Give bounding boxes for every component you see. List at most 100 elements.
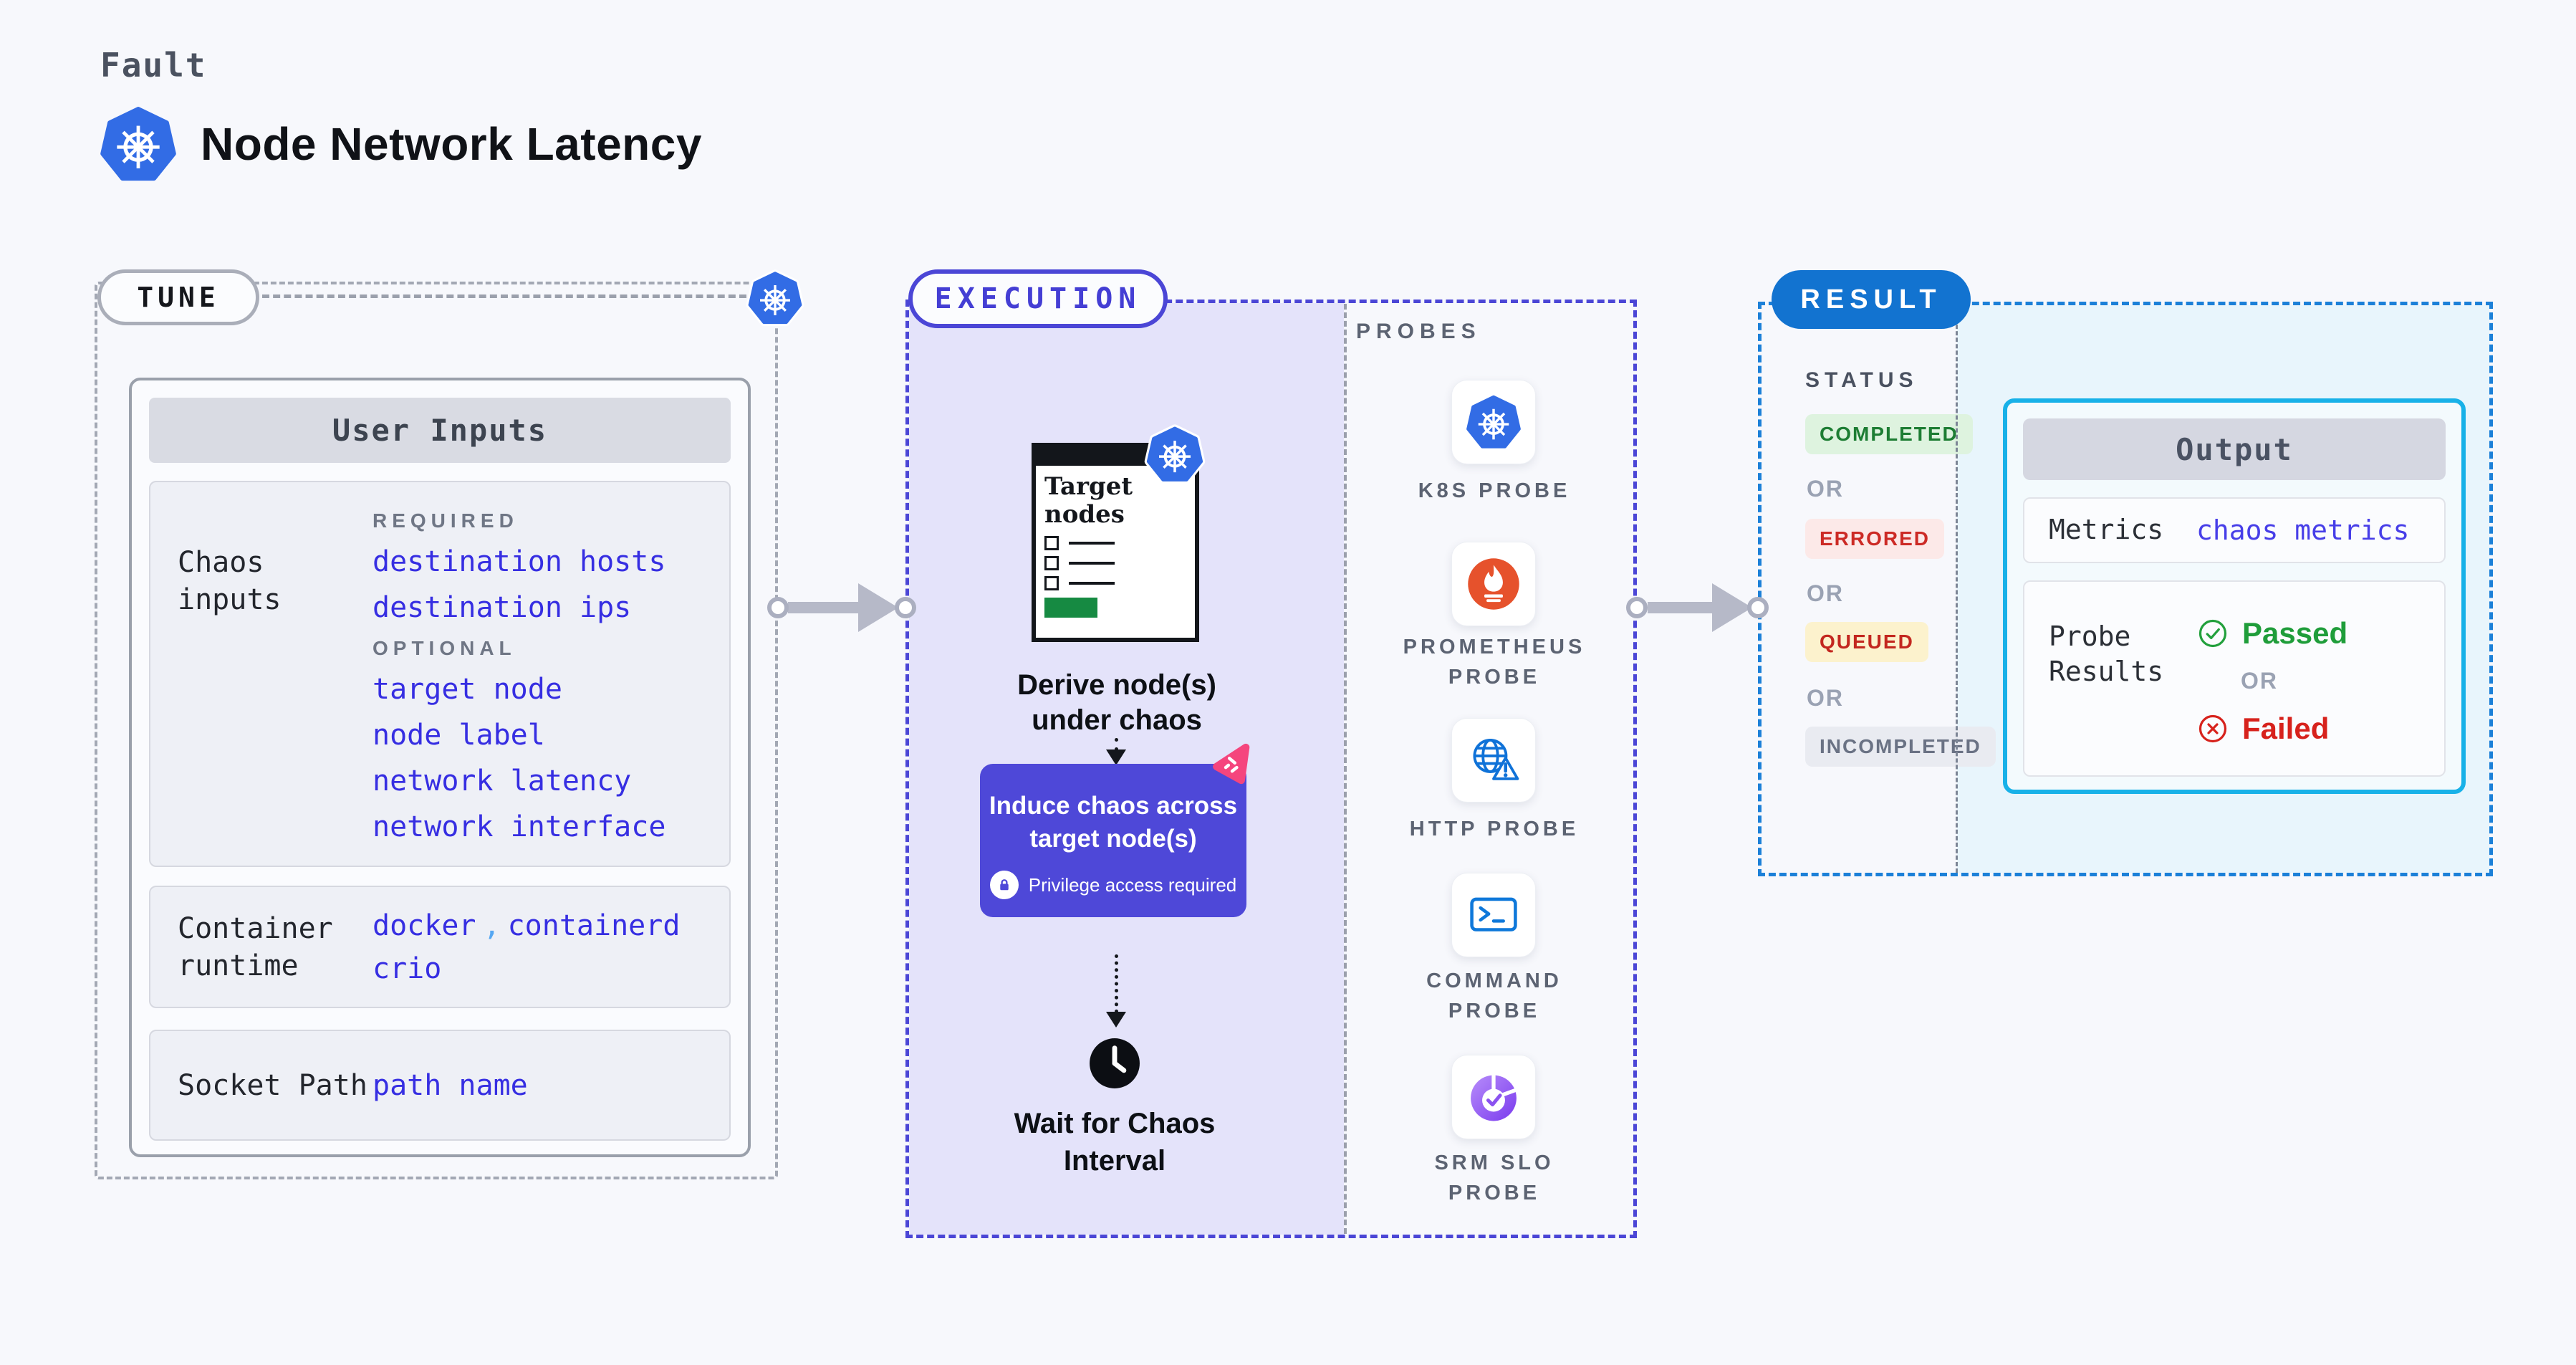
page-header: Node Network Latency bbox=[100, 105, 702, 183]
http-icon bbox=[1466, 733, 1521, 787]
input-link-network-latency[interactable]: network latency bbox=[373, 765, 632, 798]
probe-results-label: Probe Results bbox=[2049, 621, 2164, 688]
runtime-value-containerd[interactable]: containerd bbox=[507, 909, 681, 942]
arrow-head-2 bbox=[1712, 583, 1752, 632]
checkbox-icon bbox=[1044, 576, 1059, 591]
command-icon bbox=[1466, 888, 1521, 942]
arrow-tune-to-execution bbox=[788, 602, 862, 613]
srm-slo-icon bbox=[1466, 1070, 1521, 1124]
metrics-label: Metrics bbox=[2049, 514, 2164, 546]
failed-line: Failed bbox=[2196, 712, 2347, 746]
input-link-network-interface[interactable]: network interface bbox=[373, 810, 666, 843]
passed-label: Passed bbox=[2242, 616, 2348, 650]
user-inputs-card: User Inputs Chaos inputs REQUIRED destin… bbox=[129, 378, 751, 1157]
socket-path-label: Socket Path bbox=[178, 1068, 367, 1102]
http-probe-card bbox=[1451, 718, 1536, 803]
kubernetes-logo bbox=[100, 105, 176, 183]
container-runtime-label: Container runtime bbox=[178, 911, 333, 982]
metrics-row: Metrics chaos metrics bbox=[2023, 497, 2446, 563]
k8s-probe-label: K8S PROBE bbox=[1418, 479, 1571, 502]
optional-heading: OPTIONAL bbox=[373, 637, 516, 659]
chaos-inputs-values: REQUIRED destination hosts destination i… bbox=[373, 482, 729, 866]
checkbox-icon bbox=[1044, 536, 1059, 551]
node-list-item bbox=[1044, 536, 1186, 551]
result-badge: RESULT bbox=[1772, 270, 1971, 329]
status-badge-completed: COMPLETED bbox=[1805, 414, 1973, 454]
probe-results-values: Passed OR Failed bbox=[2196, 582, 2347, 775]
container-runtime-values: docker,containerd crio bbox=[373, 899, 729, 995]
http-probe-label: HTTP PROBE bbox=[1409, 818, 1580, 840]
k8s-probe-card bbox=[1451, 380, 1536, 464]
privilege-note-row: Privilege access required bbox=[980, 871, 1246, 899]
dotted-flow-line bbox=[1115, 738, 1118, 751]
input-link-node-label[interactable]: node label bbox=[373, 719, 545, 752]
node-list-item bbox=[1044, 576, 1186, 591]
passed-line: Passed bbox=[2196, 616, 2347, 651]
kubernetes-icon-target-card bbox=[1143, 421, 1206, 487]
socket-path-values: path name bbox=[373, 1059, 729, 1112]
container-runtime-row: Container runtime docker,containerd crio bbox=[149, 886, 731, 1008]
induce-chaos-step-card: Induce chaos across target node(s) Privi… bbox=[980, 764, 1246, 917]
socket-path-value[interactable]: path name bbox=[373, 1068, 528, 1102]
or-label: OR bbox=[2241, 668, 2278, 694]
probes-heading: PROBES bbox=[1356, 320, 1481, 343]
or-label: OR bbox=[1807, 685, 1844, 711]
srm-slo-probe-label: SRM SLO PROBE bbox=[1434, 1151, 1554, 1205]
runtime-value-crio[interactable]: crio bbox=[373, 952, 442, 985]
node-list-item bbox=[1044, 556, 1186, 571]
page-title: Node Network Latency bbox=[201, 118, 702, 170]
connector-dot bbox=[1626, 597, 1648, 618]
execution-probes-divider bbox=[1344, 304, 1347, 1234]
x-circle-icon bbox=[2196, 712, 2229, 745]
tune-badge: TUNE bbox=[97, 269, 259, 325]
input-link-target-node[interactable]: target node bbox=[373, 673, 562, 706]
connector-dot bbox=[1747, 597, 1769, 618]
fault-kicker: Fault bbox=[100, 46, 207, 85]
probe-results-row: Probe Results Passed OR Failed bbox=[2023, 580, 2446, 777]
socket-path-row: Socket Path path name bbox=[149, 1030, 731, 1141]
prometheus-icon bbox=[1466, 557, 1521, 611]
command-probe-card bbox=[1451, 873, 1536, 957]
runtime-value-docker[interactable]: docker bbox=[373, 909, 476, 942]
tune-dashed-connector bbox=[262, 294, 746, 298]
lock-icon bbox=[989, 871, 1019, 899]
connector-dot bbox=[767, 597, 789, 618]
target-nodes-title: Target nodes bbox=[1044, 472, 1133, 530]
runtime-separator: , bbox=[483, 909, 501, 942]
clock-icon bbox=[1087, 1036, 1142, 1091]
status-badge-incompleted: INCOMPLETED bbox=[1805, 727, 1996, 767]
user-inputs-header: User Inputs bbox=[149, 398, 731, 463]
output-header: Output bbox=[2023, 418, 2446, 480]
execution-badge: EXECUTION bbox=[908, 269, 1168, 328]
arrow-execution-to-result bbox=[1648, 602, 1715, 613]
metrics-value-link[interactable]: chaos metrics bbox=[2196, 514, 2410, 546]
input-link-destination-hosts[interactable]: destination hosts bbox=[373, 545, 666, 578]
litmus-chaos-icon bbox=[1209, 741, 1255, 787]
connector-dot bbox=[895, 597, 916, 618]
input-link-destination-ips[interactable]: destination ips bbox=[373, 591, 632, 624]
srm-slo-probe-card bbox=[1451, 1055, 1536, 1139]
output-panel: Output Metrics chaos metrics Probe Resul… bbox=[2003, 398, 2466, 794]
required-heading: REQUIRED bbox=[373, 509, 519, 532]
dotted-flow-line bbox=[1115, 954, 1118, 1013]
failed-label: Failed bbox=[2242, 712, 2330, 745]
check-circle-icon bbox=[2196, 617, 2229, 650]
tune-section bbox=[95, 282, 778, 1179]
induce-chaos-label: Induce chaos across target node(s) bbox=[989, 792, 1238, 853]
green-button-shape bbox=[1044, 598, 1097, 618]
status-heading: STATUS bbox=[1805, 368, 1918, 392]
prometheus-probe-card bbox=[1451, 542, 1536, 626]
status-output-divider bbox=[1956, 305, 1958, 873]
k8s-icon bbox=[1466, 395, 1521, 449]
checkbox-icon bbox=[1044, 556, 1059, 571]
dotted-arrow-head bbox=[1106, 749, 1126, 765]
privilege-note-text: Privilege access required bbox=[1028, 873, 1237, 896]
or-label: OR bbox=[1807, 476, 1844, 502]
command-probe-label: COMMAND PROBE bbox=[1426, 969, 1562, 1023]
status-badge-errored: ERRORED bbox=[1805, 519, 1945, 559]
arrow-head-1 bbox=[858, 583, 898, 632]
wait-chaos-interval-label: Wait for Chaos Interval bbox=[1014, 1108, 1216, 1177]
kubernetes-icon-tune bbox=[745, 267, 805, 330]
chaos-inputs-row: Chaos inputs REQUIRED destination hosts … bbox=[149, 481, 731, 867]
